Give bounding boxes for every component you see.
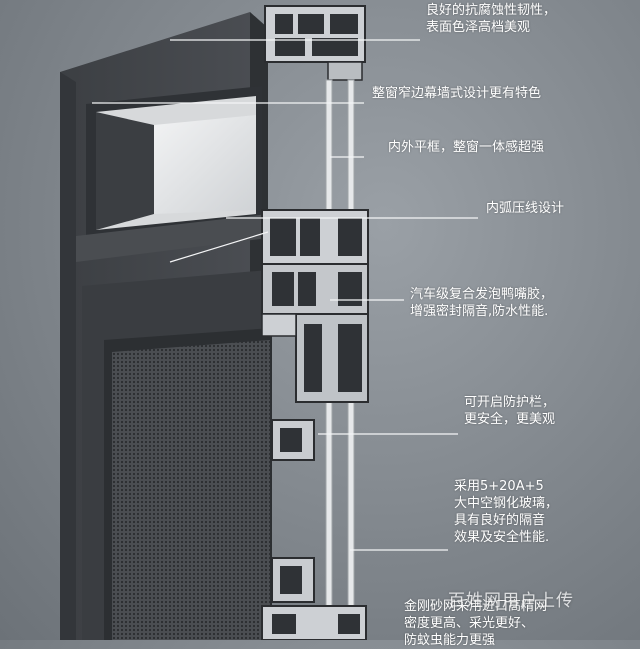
callout-glass: 采用5+20A+5 大中空钢化玻璃， 具有良好的隔音 效果及安全性能. (454, 479, 559, 545)
callout-guard-bar: 可开启防护栏， 更安全，更美观 (464, 395, 556, 427)
profile-middle (261, 209, 369, 403)
profile-top (264, 5, 366, 81)
callout-seal: 汽车级复合发泡鸭嘴胶， 增强密封隔音,防水性能. (410, 287, 554, 319)
transom-bar (76, 214, 268, 262)
leader-lines (92, 39, 478, 551)
callout-finish: 良好的抗腐蚀性韧性， 表面色泽高档美观 (426, 3, 557, 35)
callout-arc-bead: 内弧压线设计 (486, 201, 565, 216)
transom-window (86, 86, 262, 240)
callout-narrow-frame: 整窗窄边幕墙式设计更有特色 (372, 86, 542, 101)
mesh-screen (112, 340, 270, 640)
guard-bar-profile (271, 419, 315, 461)
callout-flat-frame: 内外平框，整窗一体感超强 (388, 140, 545, 155)
watermark: 百姓网用户上传 (448, 591, 574, 611)
lower-guard-profile (261, 557, 367, 640)
